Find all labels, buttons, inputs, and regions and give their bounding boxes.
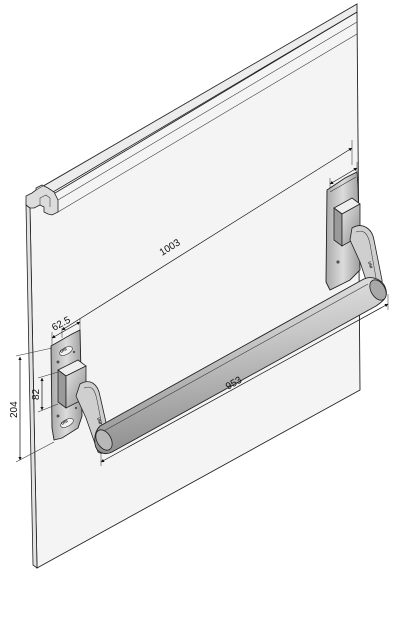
left-arm-logo: UNI: [96, 417, 103, 425]
left-plate-logo-top: UNI: [59, 346, 67, 354]
moulding-profile: [25, 184, 59, 216]
dim-plate-height-label: 204: [9, 401, 20, 418]
dimension-plate-height: 204: [9, 347, 55, 463]
dim-handle-offset-label: 82: [31, 388, 42, 400]
left-plate-logo-bottom: UNI: [60, 418, 68, 426]
door-face: [29, 11, 361, 569]
dimension-handle-offset: 82: [31, 371, 59, 413]
right-mounting-plate: 60 UNI: [325, 162, 383, 294]
door: [25, 3, 361, 569]
right-arm-logo: UNI: [367, 261, 374, 269]
